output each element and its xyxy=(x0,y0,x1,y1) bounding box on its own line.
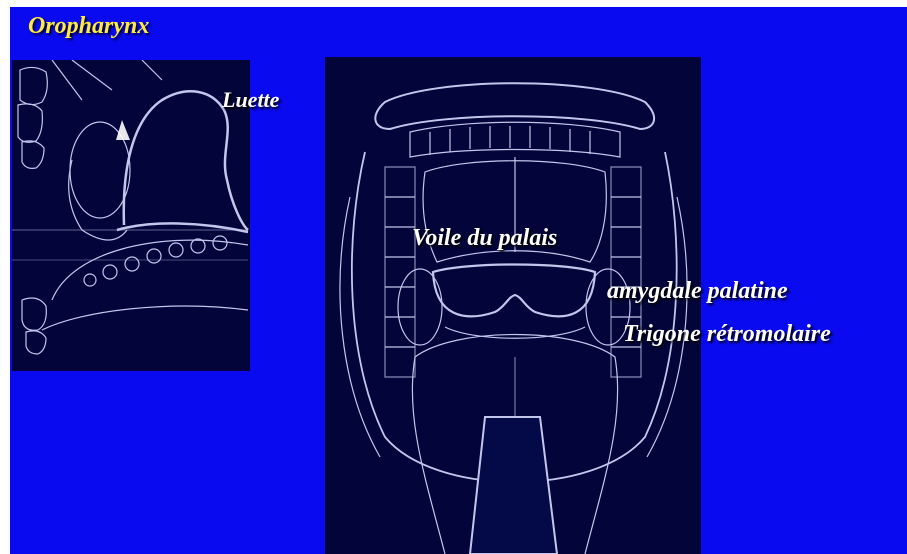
open-mouth-illustration xyxy=(325,57,701,554)
slide: Oropharynx xyxy=(10,7,907,554)
label-voile-du-palais: Voile du palais xyxy=(412,225,557,252)
open-mouth-drawing xyxy=(325,57,701,554)
sagittal-drawing xyxy=(12,60,250,371)
label-amygdale-palatine: amygdale palatine xyxy=(607,278,788,305)
sagittal-illustration xyxy=(12,60,250,371)
slide-title: Oropharynx xyxy=(28,13,149,40)
label-luette: Luette xyxy=(222,87,279,113)
label-trigone-retromolaire: Trigone rétromolaire xyxy=(623,321,831,348)
